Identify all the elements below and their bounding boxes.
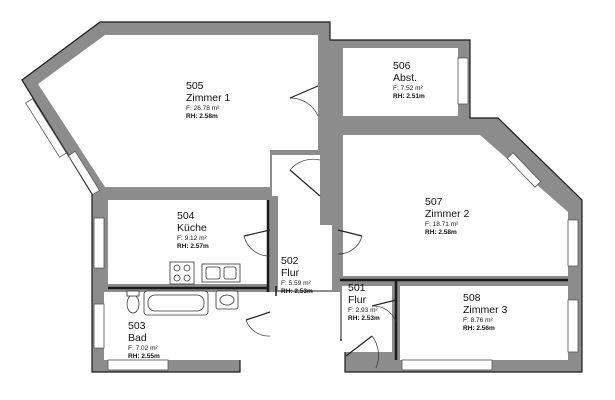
room-number: 506 xyxy=(393,60,411,72)
window-505-left-lower xyxy=(67,150,101,196)
door-504 xyxy=(243,229,271,257)
room-name: Zimmer 2 xyxy=(425,208,470,221)
room-number: 508 xyxy=(463,292,481,304)
room-area: F: 26.78 m² xyxy=(186,105,220,113)
room-label-501: 501 Flur F: 2.93 m² RH: 2.53m xyxy=(348,282,380,322)
room-501-floor xyxy=(342,286,392,352)
room-area: F: 18.71 m² xyxy=(425,221,459,229)
window-506-right xyxy=(457,57,469,105)
sink-icon xyxy=(201,263,241,283)
room-name: Küche xyxy=(177,222,207,235)
windows xyxy=(25,57,579,371)
room-number: 507 xyxy=(425,196,443,208)
room-height: RH: 2.53m xyxy=(348,314,380,322)
room-height: RH: 2.58m xyxy=(425,228,457,236)
room-number: 505 xyxy=(186,80,204,92)
room-label-508: 508 Zimmer 3 F: 8.76 m² RH: 2.56m xyxy=(463,292,507,332)
room-height: RH: 2.55m xyxy=(128,352,160,360)
room-height: RH: 2.53m xyxy=(281,287,313,295)
door-503 xyxy=(245,311,271,337)
door-507 xyxy=(337,229,363,255)
door-entry xyxy=(345,335,379,369)
room-name: Flur xyxy=(348,294,367,307)
window-503-left xyxy=(93,303,105,349)
door-508 xyxy=(371,299,397,323)
room-name: Abst. xyxy=(393,72,417,85)
room-508-floor xyxy=(400,286,568,360)
room-506-floor xyxy=(343,48,458,116)
doors xyxy=(243,85,397,369)
room-label-504: 504 Küche F: 9.12 m² RH: 2.57m xyxy=(177,210,209,250)
washbasin-icon xyxy=(215,290,239,310)
window-505-left xyxy=(25,98,67,158)
room-height: RH: 2.58m xyxy=(186,112,218,120)
room-area: F: 9.12 m² xyxy=(177,235,207,243)
room-number: 503 xyxy=(128,320,146,332)
window-503-bottom xyxy=(107,359,169,371)
room-label-507: 507 Zimmer 2 F: 18.71 m² RH: 2.58m xyxy=(425,196,469,236)
room-height: RH: 2.56m xyxy=(463,324,495,332)
room-502-floor xyxy=(278,196,332,290)
fixtures xyxy=(126,261,241,316)
room-number: 501 xyxy=(348,282,366,294)
room-number: 502 xyxy=(281,255,299,267)
room-name: Zimmer 3 xyxy=(463,304,508,317)
room-area: F: 7.02 m² xyxy=(128,345,158,353)
room-label-506: 506 Abst. F: 7.52 m² RH: 2.51m xyxy=(393,60,425,100)
room-height: RH: 2.51m xyxy=(393,92,425,100)
room-area: F: 7.52 m² xyxy=(393,85,423,93)
room-area: F: 8.76 m² xyxy=(463,317,493,325)
window-507-diagonal xyxy=(506,152,542,188)
room-height: RH: 2.57m xyxy=(177,242,209,250)
window-508-right xyxy=(567,299,579,353)
room-name: Flur xyxy=(281,267,300,280)
door-506 xyxy=(289,158,321,197)
bathtub-icon xyxy=(143,290,209,316)
hall-lower-floor xyxy=(244,292,340,360)
window-504-left xyxy=(93,217,105,269)
room-number: 504 xyxy=(177,210,195,222)
stove-icon xyxy=(169,261,195,285)
window-507-right xyxy=(567,219,579,267)
room-label-505: 505 Zimmer 1 F: 26.78 m² RH: 2.58m xyxy=(186,80,230,120)
window-508-bottom xyxy=(401,359,493,371)
room-area: F: 5.59 m² xyxy=(281,280,311,288)
room-505-floor xyxy=(38,35,318,187)
toilet-icon xyxy=(126,290,140,314)
room-name: Bad xyxy=(128,332,147,345)
room-504-floor xyxy=(108,200,268,284)
room-label-502: 502 Flur F: 5.59 m² RH: 2.53m xyxy=(281,255,313,295)
room-area: F: 2.93 m² xyxy=(348,307,378,315)
room-label-503: 503 Bad F: 7.02 m² RH: 2.55m xyxy=(128,320,160,360)
room-name: Zimmer 1 xyxy=(186,92,231,105)
room-507-floor xyxy=(343,135,568,276)
door-505 xyxy=(289,85,319,117)
